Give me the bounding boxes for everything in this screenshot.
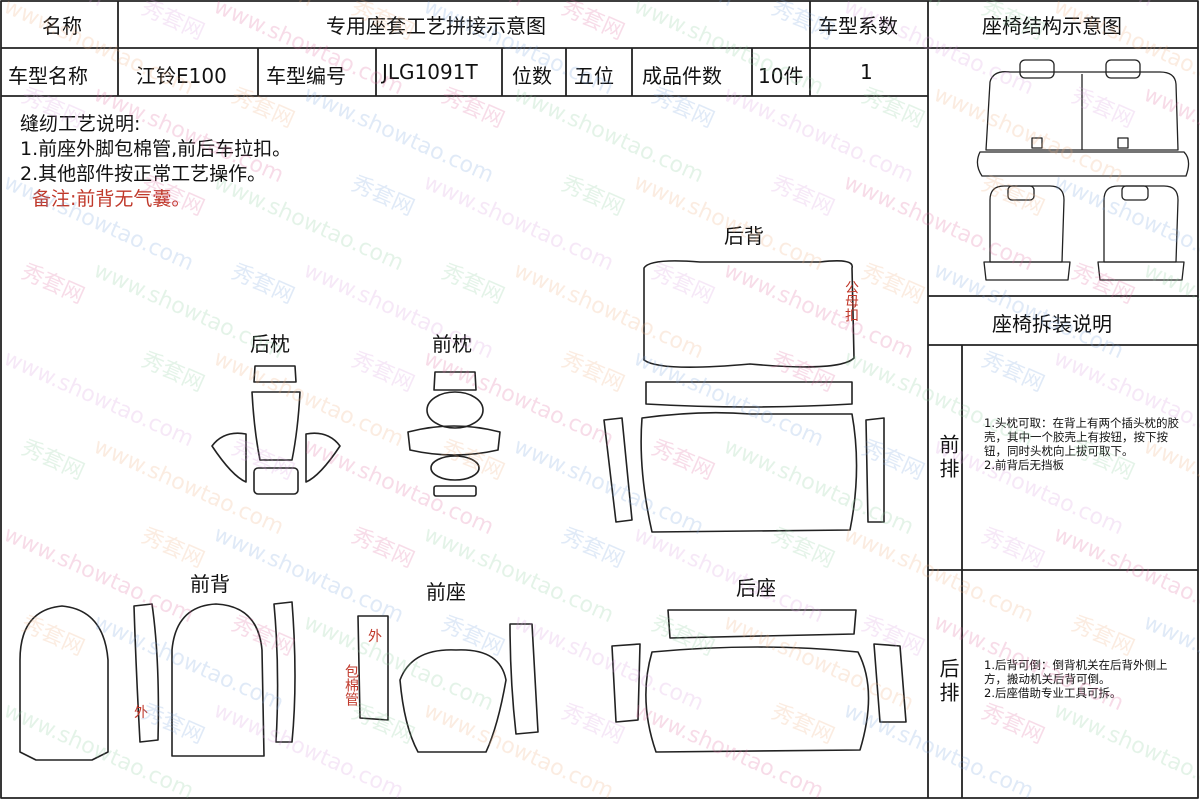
model-no-value: JLG1091T: [382, 60, 478, 84]
seat-structure-illustration: [977, 60, 1188, 280]
model-no-label: 车型编号: [266, 60, 346, 89]
name-label: 名称: [42, 10, 82, 39]
label-rear-seat: 后座: [736, 572, 776, 601]
notes-line-1: 1.前座外脚包棉管,前后车拉扣。: [20, 139, 291, 160]
front-row-label: 前排: [934, 434, 963, 482]
model-name-label: 车型名称: [8, 60, 88, 89]
front-back-note: 外: [134, 702, 148, 722]
rear-seat-pieces: [612, 610, 906, 752]
front-headrest-pieces: [408, 372, 500, 496]
page-title: 专用座套工艺拼接示意图: [326, 10, 546, 39]
rear-row-text: 1.后背可倒：倒背机关在后背外侧上方，搬动机关后背可倒。 2.后座借助专业工具可…: [984, 658, 1184, 700]
label-rear-back: 后背: [724, 220, 764, 249]
rear-back-pieces: [604, 261, 884, 532]
pieces-label: 成品件数: [642, 60, 722, 89]
coef-value: 1: [860, 60, 873, 84]
notes-remark: 备注:前背无气囊。: [32, 189, 190, 210]
front-seat-note-padding: 包棉管: [344, 664, 358, 706]
notes-line-2: 2.其他部件按正常工艺操作。: [20, 164, 266, 185]
structure-title: 座椅结构示意图: [982, 10, 1122, 39]
notes-title: 缝纫工艺说明:: [20, 114, 140, 135]
rear-row-label: 后排: [934, 658, 963, 706]
assembly-title: 座椅拆装说明: [992, 308, 1112, 337]
front-row-text: 1.头枕可取：在背上有两个插头枕的胶壳，其中一个胶壳上有按钮，按下按钮，同时头枕…: [984, 416, 1184, 472]
seats-value: 五位: [574, 60, 614, 89]
label-front-seat: 前座: [426, 576, 466, 605]
front-back-pieces: [20, 602, 295, 760]
label-rear-headrest: 后枕: [250, 328, 290, 357]
pieces-value: 10件: [758, 60, 803, 89]
label-front-back: 前背: [190, 568, 230, 597]
model-name-value: 江铃E100: [136, 60, 227, 89]
label-front-headrest: 前枕: [432, 328, 472, 357]
front-seat-note-outer: 外: [368, 626, 382, 646]
front-seat-pieces: [358, 616, 538, 752]
rear-headrest-pieces: [212, 366, 340, 494]
rear-back-note: 公母扣: [844, 280, 858, 322]
seats-label: 位数: [512, 60, 552, 89]
coef-label: 车型系数: [818, 10, 898, 39]
